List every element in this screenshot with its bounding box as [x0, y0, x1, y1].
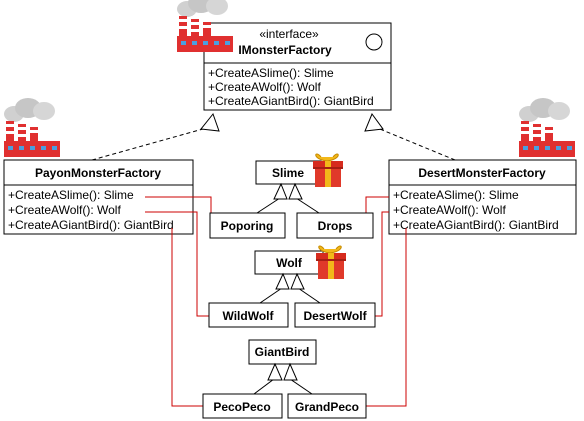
interface-name: IMonsterFactory — [238, 43, 332, 57]
interface-stereotype: «interface» — [259, 27, 319, 41]
realization-desert — [374, 126, 456, 161]
inheritance-arrowhead — [273, 182, 288, 200]
factory-icon — [4, 98, 60, 157]
factory-icon — [519, 98, 575, 157]
class-poporing — [209, 212, 286, 239]
desertwolf-label: DesertWolf — [303, 309, 367, 323]
slime-label: Slime — [272, 166, 304, 180]
class-drops — [296, 212, 374, 239]
inheritance-arrowhead — [283, 362, 298, 381]
inheritance-giantbird — [253, 378, 313, 395]
payon-method-slime: +CreateASlime(): Slime — [8, 188, 134, 202]
realization-arrowhead — [200, 112, 220, 132]
wolf-label: Wolf — [276, 256, 303, 270]
inheritance-arrowhead — [290, 272, 305, 290]
inheritance-arrowhead — [267, 362, 283, 381]
desert-method-giantbird: +CreateAGiantBird(): GiantBird — [393, 218, 559, 232]
realization-arrowhead — [364, 112, 384, 132]
grandpeco-label: GrandPeco — [295, 400, 359, 414]
inheritance-wolf — [259, 287, 321, 304]
gift-icon — [312, 153, 344, 188]
desert-name: DesertMonsterFactory — [418, 166, 546, 180]
interface-method-giantbird: +CreateAGiantBird(): GiantBird — [208, 94, 374, 108]
interface-imonsterfactory: «interface» IMonsterFactory +CreateASlim… — [203, 22, 392, 111]
payon-method-giantbird: +CreateAGiantBird(): GiantBird — [8, 218, 174, 232]
desert-method-slime: +CreateASlime(): Slime — [393, 188, 519, 202]
pecopeco-label: PecoPeco — [213, 400, 270, 414]
poporing-label: Poporing — [221, 219, 274, 233]
interface-circle-icon — [365, 33, 383, 51]
class-payonmonsterfactory: PayonMonsterFactory +CreateASlime(): Sli… — [3, 159, 194, 235]
giantbird-label: GiantBird — [255, 345, 310, 359]
payon-name: PayonMonsterFactory — [35, 166, 161, 180]
inheritance-slime — [256, 197, 320, 214]
class-grandpeco — [287, 393, 367, 419]
class-wildwolf — [208, 302, 289, 328]
payon-method-wolf: +CreateAWolf(): Wolf — [8, 203, 121, 217]
class-desertwolf — [294, 302, 376, 328]
association-lines — [145, 196, 407, 407]
inheritance-arrowhead — [288, 182, 303, 200]
realization-payon — [91, 126, 211, 161]
drops-label: Drops — [318, 219, 353, 233]
interface-method-wolf: +CreateAWolf(): Wolf — [208, 80, 321, 94]
interface-method-slime: +CreateASlime(): Slime — [208, 66, 334, 80]
class-giantbird — [248, 339, 317, 365]
wildwolf-label: WildWolf — [223, 309, 275, 323]
class-pecopeco — [202, 393, 283, 419]
desert-method-wolf: +CreateAWolf(): Wolf — [393, 203, 506, 217]
inheritance-arrowhead — [275, 272, 290, 290]
class-desertmonsterfactory: DesertMonsterFactory +CreateASlime(): Sl… — [388, 159, 577, 235]
